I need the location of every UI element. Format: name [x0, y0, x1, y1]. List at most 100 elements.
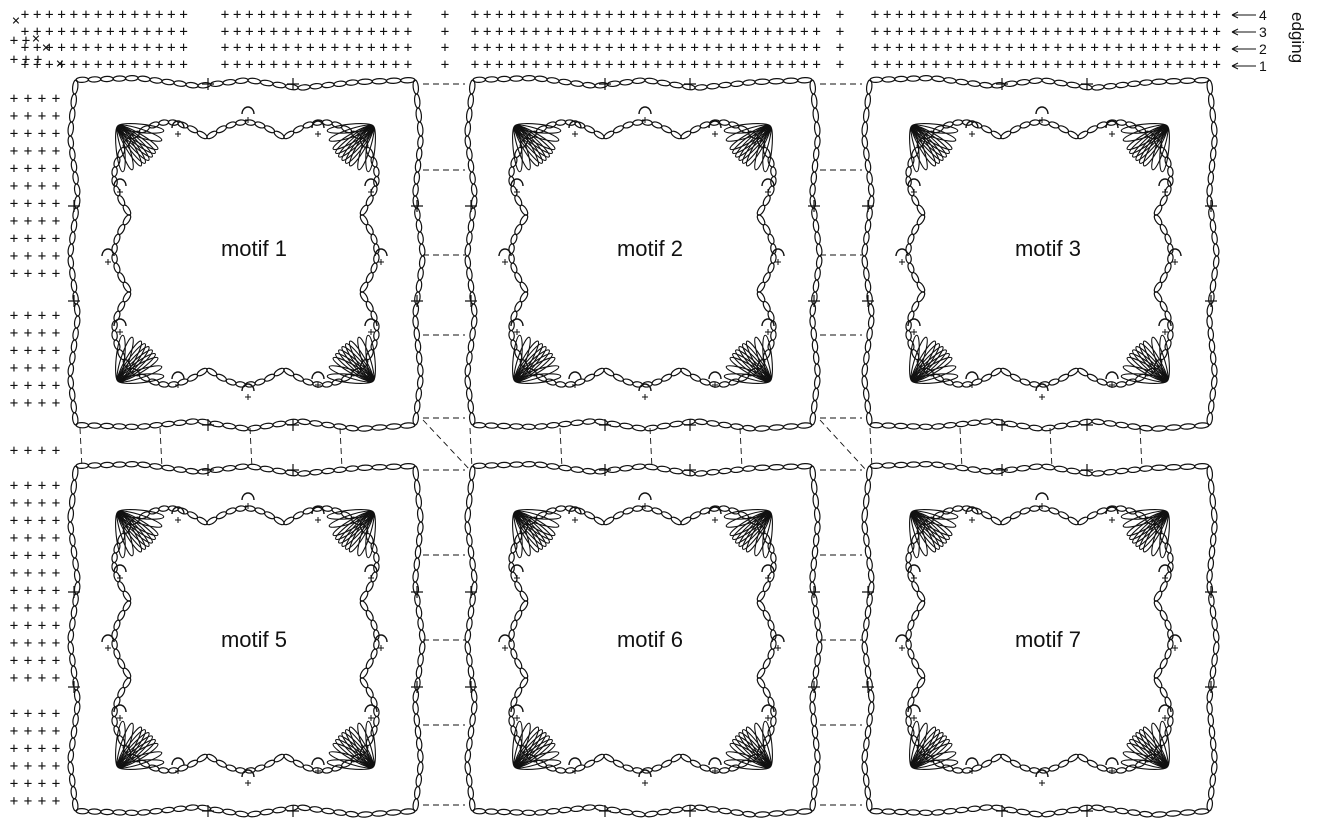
svg-text:+: + — [343, 7, 351, 23]
svg-text:+: + — [800, 40, 808, 56]
svg-text:+: + — [1188, 40, 1196, 56]
svg-text:+: + — [629, 57, 637, 73]
svg-text:+: + — [52, 161, 60, 177]
svg-text:+: + — [920, 57, 928, 73]
svg-text:+: + — [10, 378, 18, 394]
svg-text:+: + — [38, 496, 46, 512]
svg-text:+: + — [654, 7, 662, 23]
svg-text:+: + — [233, 7, 241, 23]
svg-text:+: + — [1066, 40, 1074, 56]
svg-text:+: + — [10, 196, 18, 212]
svg-text:+: + — [355, 57, 363, 73]
svg-text:+: + — [10, 706, 18, 722]
edging-left-column: ++++++++++++++++++++++++++++++++++++++++… — [10, 91, 60, 810]
svg-text:+: + — [70, 7, 78, 23]
svg-text:+: + — [776, 24, 784, 40]
svg-text:+: + — [1042, 24, 1050, 40]
svg-text:+: + — [1042, 40, 1050, 56]
svg-text:+: + — [379, 40, 387, 56]
svg-text:+: + — [1029, 57, 1037, 73]
svg-text:+: + — [24, 776, 32, 792]
svg-text:+: + — [294, 57, 302, 73]
svg-text:+: + — [1188, 7, 1196, 23]
svg-text:+: + — [38, 724, 46, 740]
svg-text:+: + — [751, 57, 759, 73]
svg-text:+: + — [556, 40, 564, 56]
svg-text:+: + — [812, 57, 820, 73]
svg-text:+: + — [52, 179, 60, 195]
svg-text:+: + — [1066, 57, 1074, 73]
svg-text:+: + — [776, 57, 784, 73]
svg-text:+: + — [404, 24, 412, 40]
svg-text:+: + — [981, 40, 989, 56]
svg-text:+: + — [836, 24, 844, 40]
svg-text:+: + — [38, 531, 46, 547]
svg-text:+: + — [155, 57, 163, 73]
svg-text:+: + — [776, 7, 784, 23]
svg-text:+: + — [568, 57, 576, 73]
svg-text:+: + — [282, 57, 290, 73]
svg-text:+: + — [581, 57, 589, 73]
svg-text:+: + — [52, 794, 60, 810]
svg-text:+: + — [605, 40, 613, 56]
svg-text:+: + — [179, 57, 187, 73]
svg-text:+: + — [739, 24, 747, 40]
svg-text:+: + — [24, 109, 32, 125]
svg-text:+: + — [1176, 24, 1184, 40]
svg-text:+: + — [993, 7, 1001, 23]
svg-text:+: + — [10, 724, 18, 740]
svg-text:×: × — [56, 56, 64, 72]
svg-text:+: + — [10, 249, 18, 265]
svg-text:+: + — [52, 741, 60, 757]
svg-text:+: + — [520, 24, 528, 40]
svg-text:+: + — [1054, 24, 1062, 40]
svg-text:+: + — [143, 57, 151, 73]
svg-text:+: + — [10, 478, 18, 494]
svg-text:+: + — [1212, 7, 1220, 23]
svg-text:+: + — [10, 653, 18, 669]
svg-text:+: + — [38, 249, 46, 265]
svg-text:+: + — [24, 266, 32, 282]
svg-text:+: + — [294, 7, 302, 23]
svg-text:+: + — [568, 7, 576, 23]
svg-text:+: + — [270, 7, 278, 23]
svg-text:+: + — [605, 24, 613, 40]
svg-text:+: + — [270, 40, 278, 56]
svg-text:+: + — [495, 24, 503, 40]
svg-text:+: + — [642, 24, 650, 40]
svg-text:+: + — [751, 24, 759, 40]
svg-text:+: + — [282, 40, 290, 56]
svg-text:+: + — [1042, 57, 1050, 73]
svg-text:+: + — [221, 24, 229, 40]
svg-text:+: + — [703, 7, 711, 23]
svg-text:+: + — [221, 57, 229, 73]
svg-text:+: + — [1139, 7, 1147, 23]
svg-text:+: + — [968, 40, 976, 56]
svg-text:+: + — [812, 40, 820, 56]
svg-text:+: + — [294, 24, 302, 40]
svg-text:+: + — [24, 566, 32, 582]
svg-text:+: + — [404, 57, 412, 73]
svg-text:+: + — [38, 196, 46, 212]
svg-text:+: + — [10, 266, 18, 282]
svg-text:+: + — [1127, 40, 1135, 56]
svg-text:+: + — [24, 214, 32, 230]
svg-text:+: + — [38, 759, 46, 775]
svg-text:+: + — [143, 7, 151, 23]
svg-text:+: + — [1054, 57, 1062, 73]
svg-text:+: + — [331, 7, 339, 23]
svg-text:+: + — [38, 144, 46, 160]
svg-text:+: + — [1115, 57, 1123, 73]
svg-text:+: + — [703, 57, 711, 73]
svg-text:+: + — [10, 33, 18, 49]
svg-text:+: + — [38, 266, 46, 282]
svg-text:+: + — [1017, 40, 1025, 56]
svg-text:+: + — [520, 7, 528, 23]
svg-text:+: + — [1127, 7, 1135, 23]
svg-text:+: + — [70, 24, 78, 40]
svg-text:+: + — [715, 57, 723, 73]
svg-text:+: + — [666, 57, 674, 73]
svg-text:+: + — [155, 24, 163, 40]
svg-text:+: + — [10, 583, 18, 599]
svg-text:+: + — [52, 343, 60, 359]
